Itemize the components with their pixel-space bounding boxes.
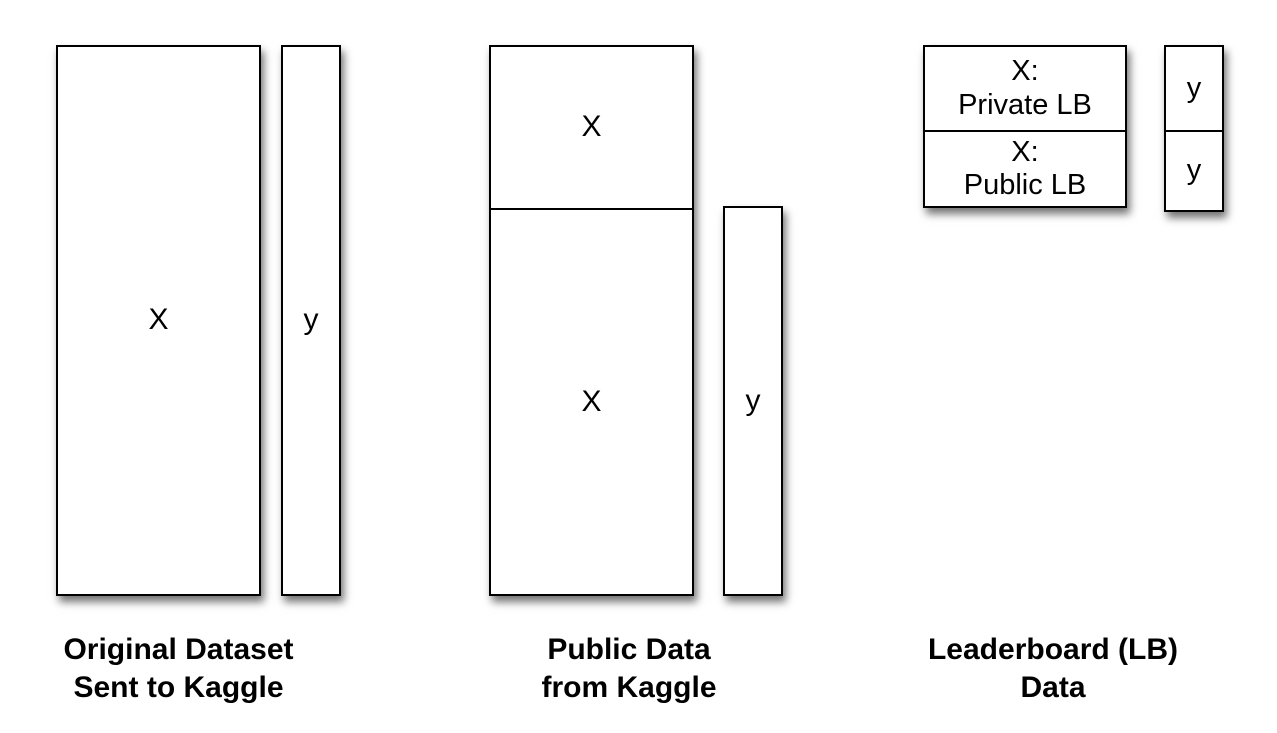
original-x-block: X: [56, 45, 261, 596]
public-y-block: y: [723, 206, 783, 596]
leaderboard-caption: Leaderboard (LB) Data: [927, 633, 1179, 704]
public-caption: Public Data from Kaggle: [541, 633, 717, 704]
public-x-top-cell: X: [491, 47, 692, 208]
public-y-label: y: [745, 383, 761, 417]
original-y-block: y: [281, 45, 341, 596]
public-x-bottom-label: X: [581, 384, 602, 418]
leaderboard-y-private-label: y: [1186, 71, 1202, 104]
leaderboard-y-public-label: y: [1186, 154, 1202, 187]
leaderboard-y-private-cell: y: [1166, 47, 1222, 130]
leaderboard-y-block: y y: [1164, 45, 1224, 212]
original-caption: Original Dataset Sent to Kaggle: [63, 633, 294, 704]
public-x-bottom-cell: X: [491, 208, 692, 594]
public-x-top-label: X: [581, 110, 602, 144]
leaderboard-x-private-cell: X: Private LB: [958, 55, 1092, 121]
public-x-block: X X: [489, 45, 694, 596]
leaderboard-y-public-cell: y: [1166, 130, 1222, 210]
leaderboard-x-block: X: Private LB X: Public LB: [923, 45, 1127, 208]
original-y-label: y: [303, 303, 319, 337]
leaderboard-x-public-cell: X: Public LB: [925, 130, 1125, 206]
original-x-label: X: [148, 303, 169, 337]
